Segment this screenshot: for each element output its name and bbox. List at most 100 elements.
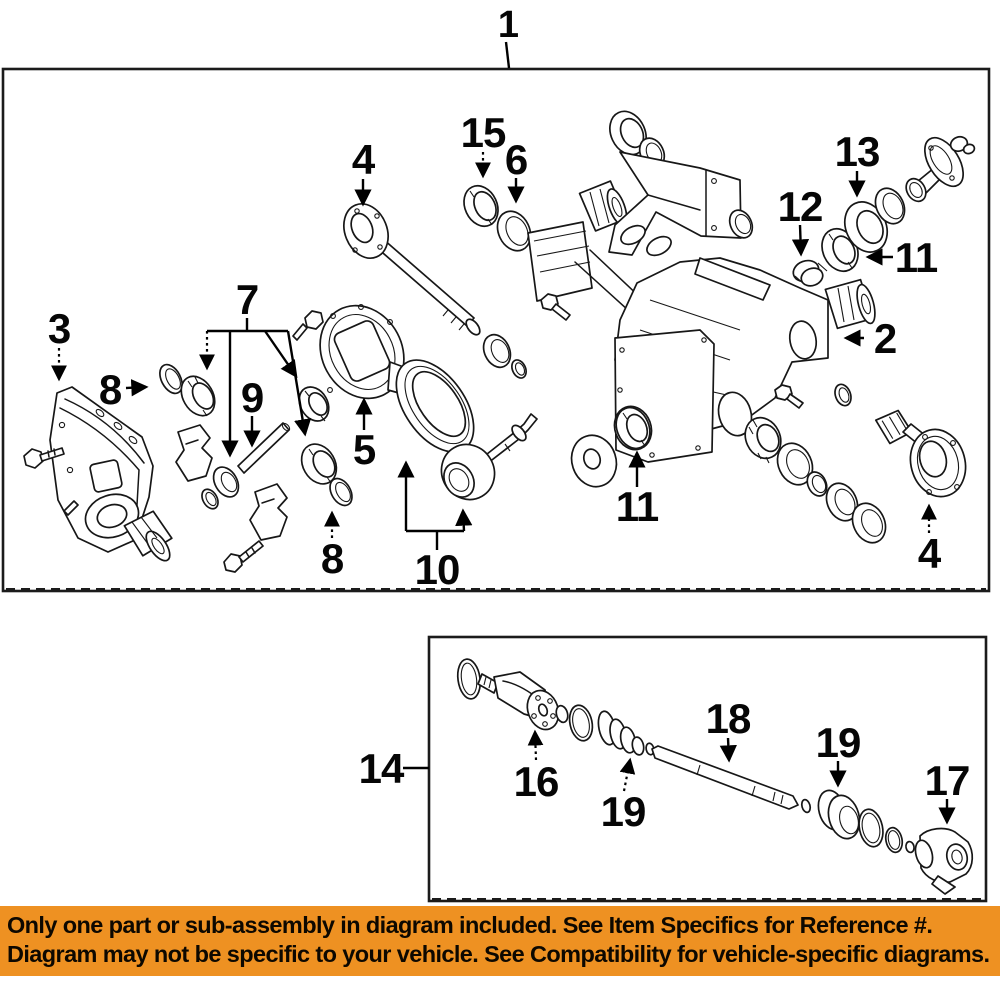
callout-7-label: 7 [236,276,258,323]
callout-18: 18 [706,695,752,763]
axle-shaft-left [343,203,481,336]
callout-18-label: 18 [706,695,751,742]
callout-16-label: 16 [514,758,559,805]
callout-2-label: 2 [874,315,896,362]
axle-ring-small-3 [800,798,812,814]
case-bolt-lower [223,540,264,573]
callout-4-right: 4 [918,503,943,577]
dowel-pin [63,500,79,516]
callout-3-label: 3 [48,305,70,352]
axle-ring-small-1 [555,704,569,724]
cover-bushing [123,510,173,562]
callout-11-right-label: 11 [895,234,938,281]
callout-2: 2 [843,315,897,362]
callout-10: 10 [397,460,473,593]
callout-11-right: 11 [865,234,939,281]
flange-ring [874,187,906,225]
output-ring-small [806,471,828,497]
side-flange-bearing [615,406,651,450]
roller-bearing [744,416,782,464]
callout-12: 12 [778,183,823,257]
callout-1: 1 [498,4,520,69]
callout-17: 17 [925,757,970,825]
callout-9: 9 [241,374,264,448]
callout-6-label: 6 [505,136,527,183]
callout-14-label: 14 [359,745,405,792]
spider-gear-upper [175,424,213,482]
callout-19-right-label: 19 [816,719,861,766]
mount-bracket-arm [608,151,742,257]
callout-6: 6 [505,136,528,204]
callout-19-right: 19 [816,719,861,788]
ring-gear [395,359,475,453]
housing-bolt-left [540,293,571,321]
output-seal-1 [776,442,814,486]
callout-15: 15 [461,109,507,179]
case-bolt-upper [292,310,324,341]
flange-nut [949,135,976,155]
axle-snap-ring-2 [568,704,594,742]
oring-small-left [201,488,219,510]
thrust-washer [570,434,618,488]
callout-11-center-label: 11 [616,483,659,530]
callout-4-right-label: 4 [918,530,942,577]
oring-seal-lower [329,477,353,507]
snap-ring-housing [834,383,852,407]
callout-8-bottom-label: 8 [321,535,344,582]
side-bearing-right-lower [300,443,338,485]
side-bearing-upper [180,375,216,417]
callout-10-label: 10 [415,546,460,593]
disclaimer-line-1: Only one part or sub-assembly in diagram… [7,912,933,938]
pinion-seal-front [496,210,532,252]
axle-shaft-bar [651,745,799,810]
carrier-housing [527,221,829,463]
breather-cap [792,259,828,287]
callout-8-left-label: 8 [99,366,122,413]
callout-13-label: 13 [835,128,880,175]
callout-17-label: 17 [925,757,970,804]
outer-cv-joint [914,827,974,895]
callout-19-left: 19 [601,757,646,835]
callout-16: 16 [514,729,559,805]
axle-shaft-right [874,409,967,498]
callout-7: 7 [199,276,312,458]
callout-19-left-label: 19 [601,788,646,835]
axle-ring-small-5 [905,840,915,854]
mount-bushing-right [824,278,876,330]
callout-15-label: 15 [461,109,506,156]
yoke-bearing [609,110,647,156]
callout-5: 5 [353,397,377,473]
callout-3: 3 [48,305,71,382]
callout-4-left-label: 4 [352,136,376,183]
housing-bolt-right [774,384,804,409]
drive-pinion [440,413,538,501]
front-cover [49,386,154,553]
callout-14: 14 [359,745,429,792]
callout-5-label: 5 [353,426,376,473]
output-seal-2 [825,482,859,522]
callout-11-center: 11 [616,450,660,530]
cross-pin-shaft [237,422,291,474]
output-seal-3 [851,502,887,544]
callout-9-label: 9 [241,374,263,421]
callout-13: 13 [835,128,880,198]
axle-ring-small-4 [884,826,904,854]
pinion-rear-bearing [821,227,859,273]
callout-8-bottom: 8 [321,510,345,582]
spider-gear-lower [249,483,288,541]
cv-boot-inner [597,710,645,756]
cover-bolt [23,447,65,469]
callout-1-label: 1 [498,4,519,46]
companion-flange [905,136,964,203]
callout-4-left: 4 [352,136,377,207]
inner-cv-joint [477,671,560,731]
pinion-bearing-front [463,184,499,228]
pinion-mate-bearing [212,466,240,498]
callout-12-label: 12 [778,183,823,230]
callout-8-left: 8 [99,366,149,413]
mount-bushing-top [578,180,628,232]
seal-ring-mid [482,333,527,379]
disclaimer-line-2: Diagram may not be specific to your vehi… [7,941,990,967]
axle-snap-ring-3 [858,808,884,848]
